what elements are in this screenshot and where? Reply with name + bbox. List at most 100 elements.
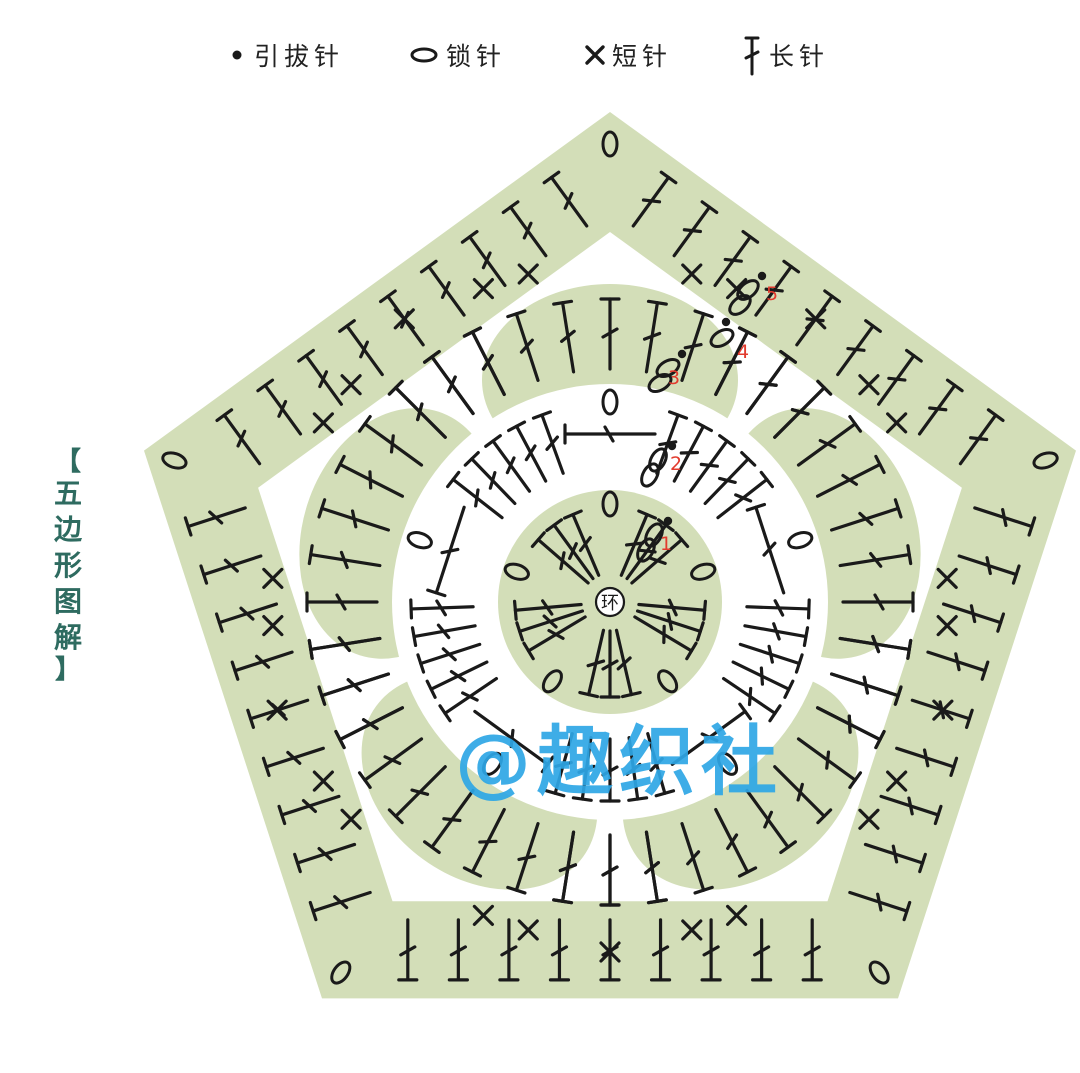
round2-stitch bbox=[507, 420, 548, 483]
stitch-slash bbox=[601, 945, 619, 957]
stitch-top-bar bbox=[230, 660, 240, 681]
round3-chain bbox=[601, 388, 619, 416]
stitch-slash bbox=[481, 353, 494, 371]
round4-single-crochet bbox=[936, 567, 958, 590]
stitch-top-bar bbox=[562, 509, 583, 520]
stitch-slash bbox=[734, 493, 753, 503]
stitch-slash bbox=[337, 636, 351, 652]
round5-stitch bbox=[297, 348, 343, 406]
stitch-slash bbox=[790, 408, 810, 416]
x-stitch-icon bbox=[578, 30, 612, 80]
round3-fan-stitch bbox=[317, 498, 391, 532]
stitch-top-bar bbox=[740, 450, 757, 467]
x-stroke bbox=[858, 808, 880, 830]
round5-stitch bbox=[751, 918, 773, 982]
x-stroke bbox=[517, 919, 539, 941]
round5-stitch bbox=[199, 554, 263, 585]
round1-stitch bbox=[515, 609, 585, 642]
stitch-slash bbox=[679, 450, 699, 455]
round2-stitch bbox=[544, 732, 574, 798]
stitch-slash bbox=[346, 678, 362, 693]
x-stroke bbox=[936, 614, 958, 637]
chain-icon bbox=[402, 30, 446, 80]
stitch-top-bar bbox=[338, 319, 356, 333]
stitch-slash bbox=[773, 599, 785, 617]
stitch-slash bbox=[759, 666, 765, 686]
round3-chain bbox=[717, 751, 739, 776]
round1-stitch bbox=[545, 518, 595, 581]
stitch-slash bbox=[641, 198, 662, 204]
round2-stitch bbox=[738, 642, 804, 674]
round3-fan-stitch bbox=[773, 765, 833, 825]
stitch-legend: 引拔针 锁针 短针 长针 bbox=[0, 30, 1080, 80]
stitch-slash bbox=[928, 406, 948, 412]
stitch-slash bbox=[286, 750, 302, 765]
round2-stitch bbox=[625, 736, 649, 802]
stitch-top-bar bbox=[637, 509, 658, 520]
round5-stitch bbox=[498, 918, 520, 982]
stitch-slash bbox=[648, 556, 667, 565]
chain-up bbox=[644, 522, 664, 548]
round3-fan-stitch bbox=[552, 830, 578, 905]
legend-single-crochet: 短针 bbox=[578, 30, 672, 80]
round3-fan-stitch bbox=[307, 636, 382, 660]
round-number-5: 5 bbox=[766, 283, 778, 305]
round3-fan-stitch bbox=[423, 349, 475, 416]
round5-stitch bbox=[973, 506, 1037, 537]
round1-stitch bbox=[637, 598, 708, 621]
stitch-slash bbox=[862, 675, 870, 695]
round5-stitch bbox=[338, 319, 384, 377]
stitch-top-bar bbox=[816, 808, 833, 825]
stitch-slash bbox=[223, 558, 239, 573]
stitch-slash bbox=[368, 470, 373, 490]
round1-stitch bbox=[635, 609, 705, 642]
stitch-top-bar bbox=[768, 704, 782, 723]
stitch-top-bar bbox=[578, 690, 599, 699]
x-stroke bbox=[312, 770, 334, 792]
round5-stitch bbox=[958, 408, 1005, 466]
round5-stitch bbox=[910, 698, 974, 729]
stitch-top-bar bbox=[737, 326, 758, 338]
stitch-slash bbox=[350, 509, 358, 529]
round1-stitch bbox=[512, 599, 583, 621]
stitch-top-bar bbox=[823, 289, 841, 304]
round4-single-crochet bbox=[858, 374, 880, 396]
stitch-slash bbox=[846, 346, 866, 352]
title-char: 图 bbox=[53, 585, 82, 618]
stitch-slash bbox=[517, 854, 537, 862]
round4-single-crochet bbox=[936, 614, 958, 637]
stitch-top-bar bbox=[530, 531, 546, 549]
round3-fan-stitch bbox=[305, 591, 379, 613]
round2-stitch bbox=[646, 732, 676, 798]
round1-stitch bbox=[599, 629, 621, 699]
stitch-top-bar bbox=[307, 544, 314, 566]
stitch-slash bbox=[578, 535, 592, 553]
round1-stitch bbox=[578, 628, 606, 699]
stitch-slash bbox=[446, 375, 457, 394]
round3-fan-stitch bbox=[829, 672, 903, 706]
stitch-slash bbox=[985, 556, 992, 576]
round3-fan-stitch bbox=[745, 788, 797, 855]
stitch-slash bbox=[841, 473, 859, 486]
stitch-slash bbox=[869, 552, 883, 568]
stitch-top-bar bbox=[1011, 564, 1021, 585]
stitch-top-bar bbox=[945, 378, 964, 393]
stitch-top-bar bbox=[933, 804, 943, 826]
stitch-slash bbox=[522, 221, 533, 240]
stitch-slash bbox=[301, 798, 318, 813]
x-stroke bbox=[312, 412, 334, 434]
round2-long-stitch bbox=[745, 502, 786, 595]
round2-stitch bbox=[745, 598, 811, 620]
stitch-top-bar bbox=[542, 170, 561, 185]
round3-fan-stitch bbox=[838, 634, 913, 660]
round4-single-crochet bbox=[340, 374, 362, 396]
stitch-top-bar bbox=[668, 410, 689, 420]
stitch-slash bbox=[505, 456, 516, 475]
stitch-top-bar bbox=[540, 755, 555, 774]
round4-single-crochet bbox=[340, 808, 362, 830]
stitch-slash bbox=[722, 360, 742, 365]
stitch-slash bbox=[969, 604, 977, 624]
stitch-top-bar bbox=[571, 796, 593, 802]
round3-fan-stitch bbox=[387, 379, 447, 439]
stitch-slash bbox=[524, 444, 537, 462]
